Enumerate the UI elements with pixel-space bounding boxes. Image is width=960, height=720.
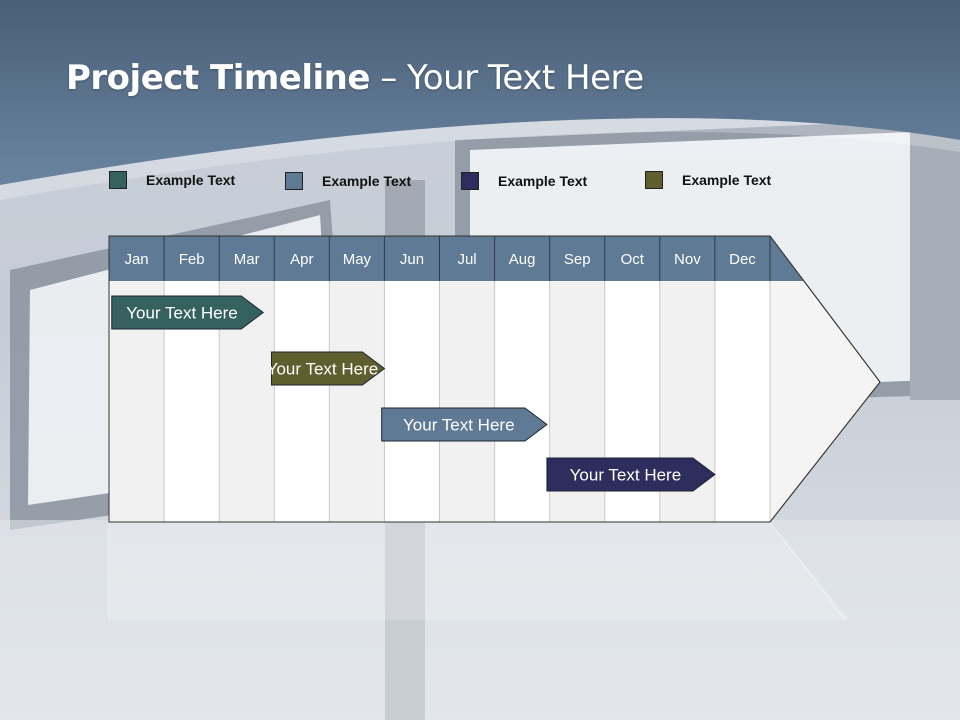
month-label: Oct [621,251,645,268]
month-label: Mar [234,251,260,268]
timeline-outline [108,235,881,523]
month-column [494,281,550,522]
month-label: Nov [674,251,701,268]
month-label: Aug [509,251,536,268]
task-bar [270,351,386,386]
month-label: Sep [564,251,591,268]
task-bar-label: Your Text Here [267,360,379,379]
month-header [109,236,804,281]
month-label: May [343,251,372,268]
month-label: Dec [729,251,756,268]
month-label: Jul [457,251,476,268]
legend-label: Example Text [682,172,772,188]
title-bold: Project Timeline [66,58,370,98]
task-bar [546,457,716,492]
legend-swatch [645,171,663,189]
task-bar-label: Your Text Here [403,416,515,435]
task-bar-label: Your Text Here [126,304,238,323]
month-column [439,281,495,522]
month-column [329,281,385,522]
legend-swatch [109,171,127,189]
reflection-edge [769,521,846,621]
month-column [274,281,330,522]
legend-swatch [285,172,303,190]
task-bar-label: Your Text Here [570,466,682,485]
timeline-reflection [109,522,850,620]
month-label: Apr [290,251,313,268]
month-label: Jan [124,251,148,268]
month-label: Feb [179,251,205,268]
legend-label: Example Text [146,172,236,188]
month-column [384,281,440,522]
month-label: Jun [400,251,424,268]
slide-title: Project Timeline – Your Text Here [66,58,644,98]
task-bar [111,295,265,330]
legend-swatch [461,172,479,190]
legend-label: Example Text [498,173,588,189]
legend-label: Example Text [322,173,412,189]
task-bar [381,407,548,442]
title-rest: – Your Text Here [369,58,644,98]
month-column [714,281,770,522]
